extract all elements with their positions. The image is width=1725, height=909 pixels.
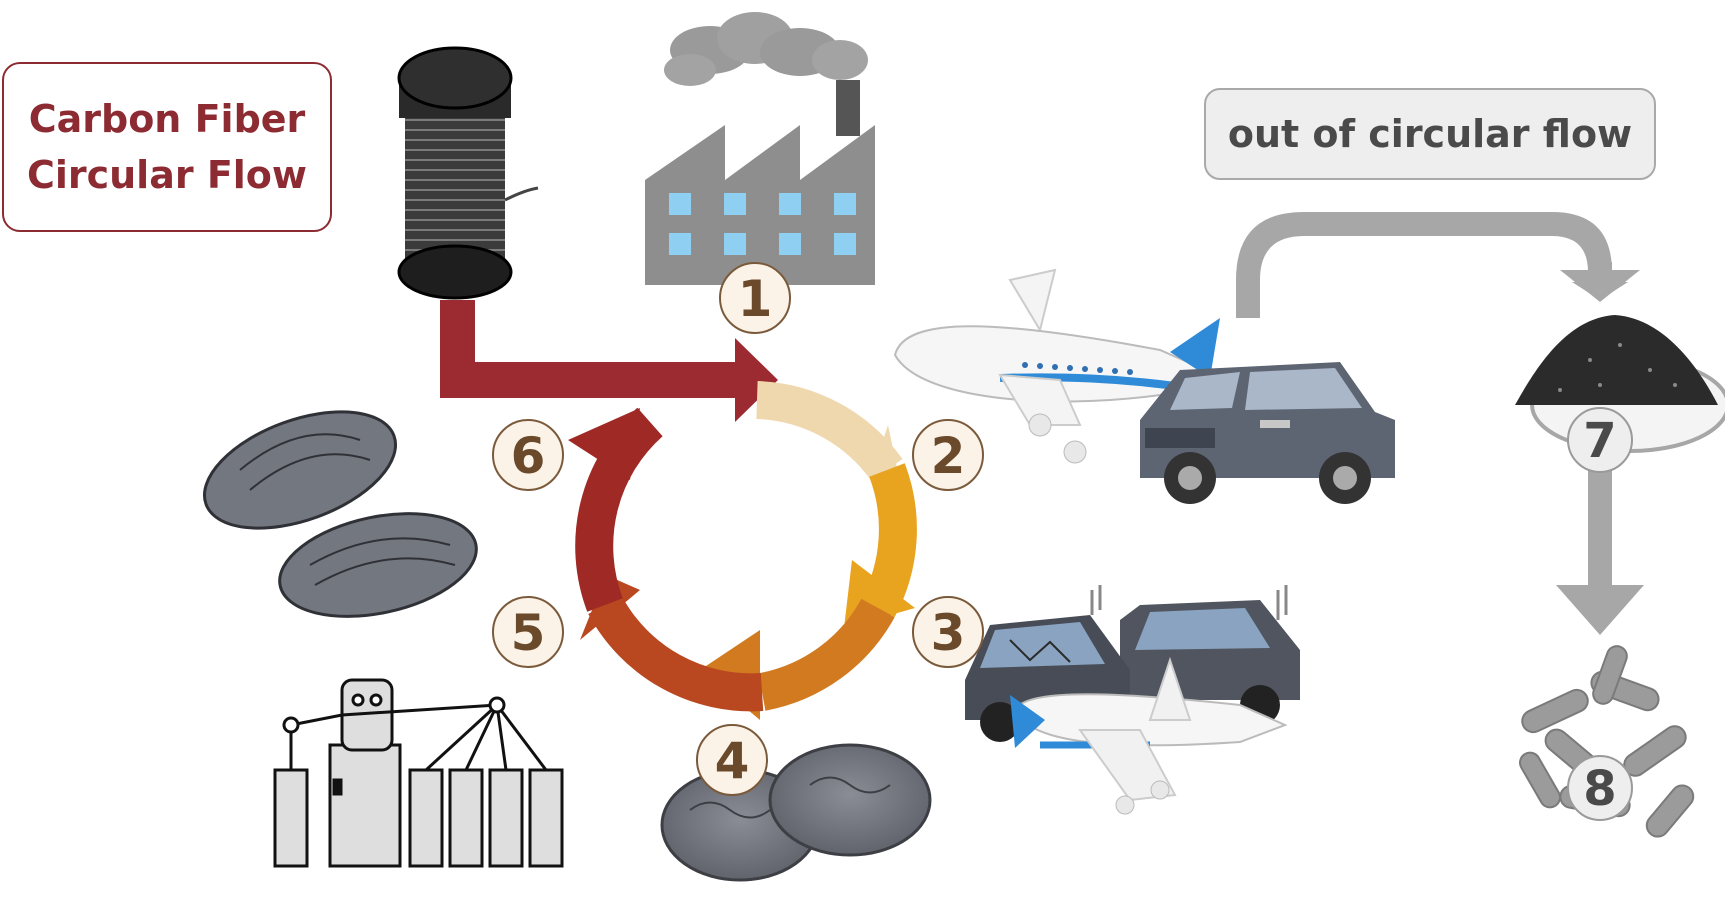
step-badge-6-number: 6 — [511, 427, 546, 485]
crashed-cars-and-airplane-icon — [965, 585, 1300, 815]
step-badge-6: 6 — [492, 419, 564, 491]
step-badge-1: 1 — [719, 262, 791, 334]
step-badge-5: 5 — [492, 596, 564, 668]
feed-arrow — [440, 300, 778, 422]
outflow-arrow — [1236, 212, 1644, 635]
carbon-fiber-spool-icon — [397, 46, 539, 300]
step-badge-3-number: 3 — [931, 604, 966, 662]
spinning-machine-icon — [273, 678, 564, 868]
carbon-fiber-bundle-icon — [202, 410, 478, 618]
step-badge-2: 2 — [912, 419, 984, 491]
step-badge-1-number: 1 — [738, 270, 773, 328]
cycle-ring — [568, 381, 917, 720]
out-of-flow-label: out of circular flow — [1227, 112, 1633, 156]
step-badge-4-number: 4 — [715, 732, 750, 790]
step-badge-7-number: 7 — [1583, 413, 1616, 469]
title-line-2: Circular Flow — [26, 153, 308, 197]
airplane-and-car-icon — [893, 268, 1395, 504]
carbon-fiber-fluff-icon — [660, 743, 932, 882]
step-badge-2-number: 2 — [931, 427, 966, 485]
step-badge-4: 4 — [696, 724, 768, 796]
out-of-flow-label-box: out of circular flow — [1204, 88, 1656, 180]
title-line-1: Carbon Fiber — [28, 97, 306, 141]
step-badge-3: 3 — [912, 596, 984, 668]
step-badge-8: 8 — [1567, 755, 1633, 821]
step-badge-7: 7 — [1567, 407, 1633, 473]
diagram-title-box: Carbon Fiber Circular Flow — [2, 62, 332, 232]
step-badge-5-number: 5 — [511, 604, 546, 662]
step-badge-8-number: 8 — [1583, 761, 1616, 817]
factory-icon — [645, 12, 875, 285]
